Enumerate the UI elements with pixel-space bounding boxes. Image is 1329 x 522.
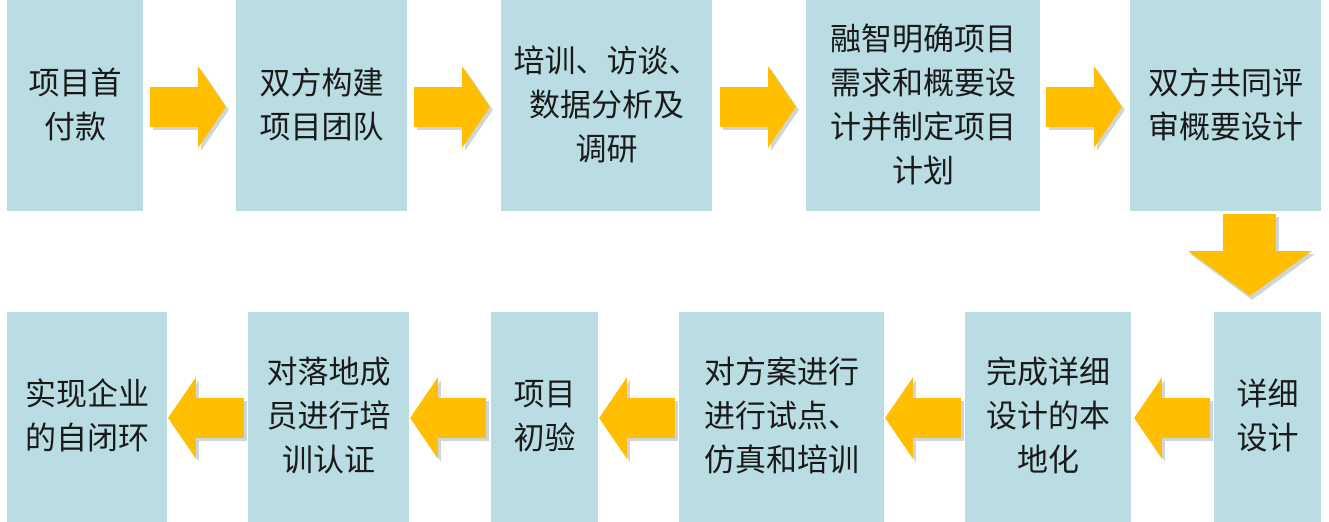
step-box-10: 对落地成 员进行培 训认证 — [248, 312, 409, 522]
arrow-left-icon — [410, 377, 489, 462]
step-box-11: 实现企业 的自闭环 — [7, 312, 167, 522]
step-box-8: 对方案进行 进行试点、 仿真和培训 — [679, 312, 884, 522]
step-box-5: 双方共同评 审概要设计 — [1130, 0, 1321, 211]
step-label: 融智明确项目 需求和概要设 计并制定项目 计划 — [830, 21, 1016, 190]
arrow-down-icon — [1188, 214, 1315, 300]
step-box-6: 详细 设计 — [1214, 312, 1321, 522]
arrow-left-icon — [599, 377, 678, 462]
step-box-9: 项目 初验 — [491, 312, 598, 522]
arrow-left-icon — [1134, 377, 1213, 462]
step-box-3: 培训、访谈、 数据分析及 调研 — [501, 0, 712, 211]
arrow-right-icon — [150, 66, 229, 151]
step-label: 项目首 付款 — [28, 65, 122, 146]
step-box-4: 融智明确项目 需求和概要设 计并制定项目 计划 — [806, 0, 1040, 211]
step-label: 实现企业 的自闭环 — [25, 377, 149, 457]
step-label: 详细 设计 — [1236, 377, 1299, 457]
arrow-right-icon — [414, 66, 493, 151]
step-label: 完成详细 设计的本 地化 — [986, 355, 1110, 479]
step-label: 项目 初验 — [513, 377, 576, 457]
arrow-left-icon — [168, 377, 247, 462]
step-label: 对方案进行 进行试点、 仿真和培训 — [704, 355, 859, 479]
arrow-right-icon — [1046, 66, 1125, 151]
step-box-1: 项目首 付款 — [7, 0, 143, 211]
arrow-right-icon — [720, 66, 799, 151]
step-label: 对落地成 员进行培 训认证 — [266, 355, 391, 479]
step-box-2: 双方构建 项目团队 — [236, 0, 407, 211]
step-label: 双方共同评 审概要设计 — [1148, 65, 1303, 146]
step-label: 双方构建 项目团队 — [259, 65, 384, 146]
step-label: 培训、访谈、 数据分析及 调研 — [513, 43, 700, 168]
arrow-left-icon — [885, 377, 964, 462]
step-box-7: 完成详细 设计的本 地化 — [965, 312, 1131, 522]
